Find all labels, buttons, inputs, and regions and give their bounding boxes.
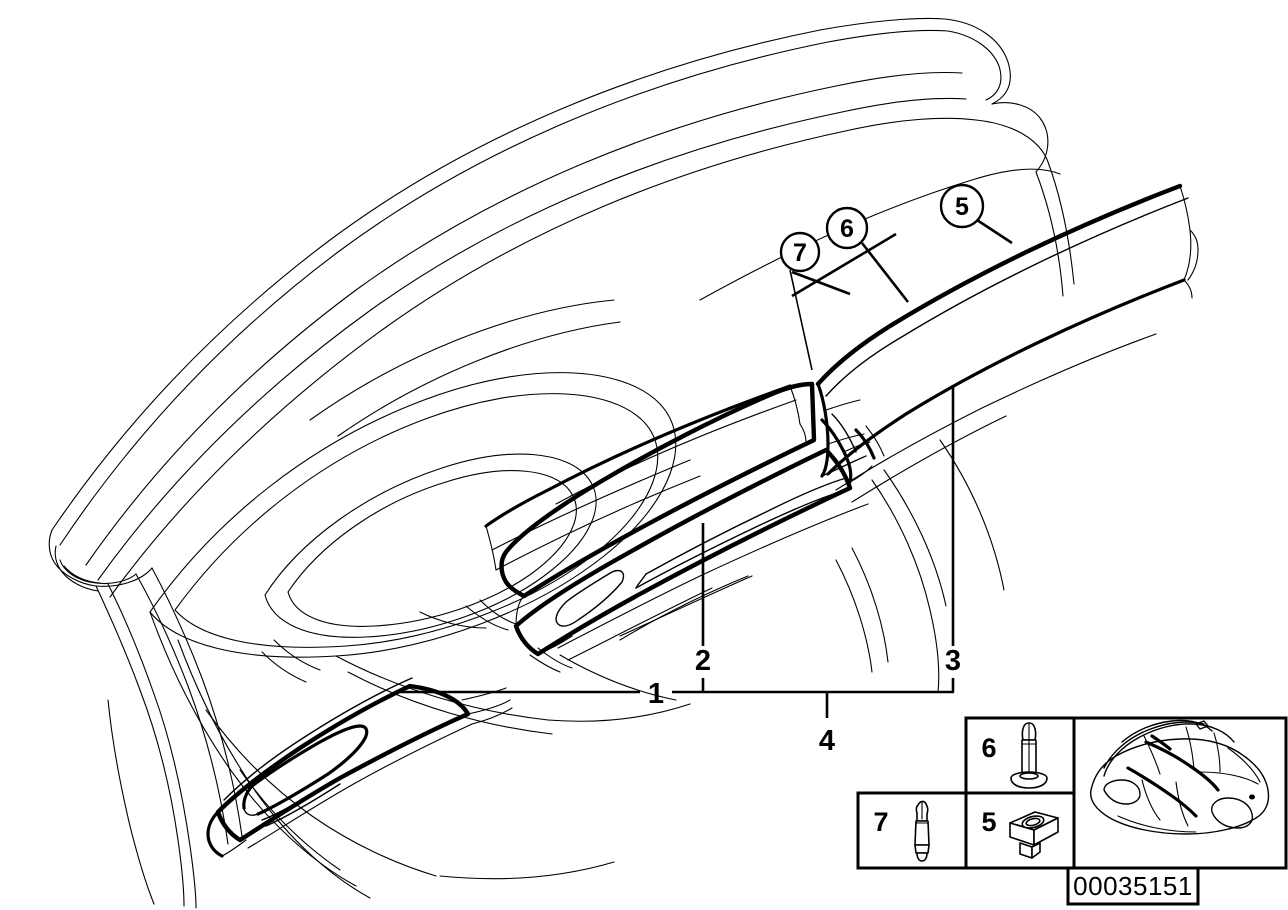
passenger-trim-strip <box>815 183 1199 503</box>
dimension-label-4: 4 <box>819 725 835 757</box>
detail-box-7: 7 <box>856 791 968 870</box>
dimension-bracket: 1 2 3 4 <box>400 385 961 757</box>
callout-circle-6 <box>825 206 869 250</box>
callout-circle-7 <box>779 231 821 273</box>
trim-detail-lines <box>261 599 573 683</box>
leader-7-to-part <box>789 269 813 371</box>
callout-circle-5 <box>939 183 985 229</box>
detail-box-7-label: 7 <box>873 807 888 837</box>
callout-leader-lines <box>789 218 1013 371</box>
leader-7 <box>791 270 851 296</box>
leader-5 <box>976 218 1013 245</box>
part-number-box: 00035151 <box>1066 866 1200 906</box>
dimension-label-2: 2 <box>695 645 711 677</box>
clip-pin-icon <box>914 800 930 862</box>
detail-box-6: 6 <box>964 716 1076 795</box>
callout-markers: 5 6 7 <box>779 183 985 273</box>
callout-label-6: 6 <box>840 215 854 243</box>
dimension-label-1: 1 <box>648 678 664 710</box>
centre-trim-strip <box>484 381 869 661</box>
callout-label-7: 7 <box>793 239 807 267</box>
leader-67-bar <box>791 232 897 298</box>
detail-box-6-label: 6 <box>981 733 996 763</box>
detail-box-5-label: 5 <box>981 807 996 837</box>
vehicle-icon <box>1089 719 1270 835</box>
grommet-socket-icon <box>1009 811 1059 859</box>
detail-box-vehicle <box>1072 716 1288 870</box>
leader-6 <box>860 242 910 303</box>
expanding-rivet-icon <box>1010 722 1048 789</box>
trim-centre-joint <box>820 413 885 484</box>
callout-label-5: 5 <box>955 193 969 221</box>
part-number-text: 00035151 <box>1073 871 1193 901</box>
driver-trim-strip <box>206 677 513 858</box>
detail-box-5: 5 <box>964 791 1076 870</box>
dimension-label-3: 3 <box>945 645 961 677</box>
instrument-panel-outline <box>48 17 1075 909</box>
